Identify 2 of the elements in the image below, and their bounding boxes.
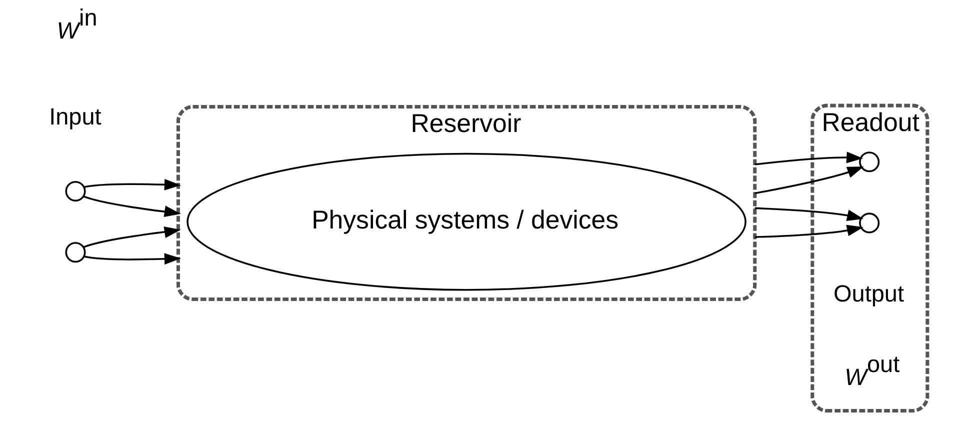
label: Output	[834, 280, 904, 307]
label: Input	[49, 103, 102, 130]
